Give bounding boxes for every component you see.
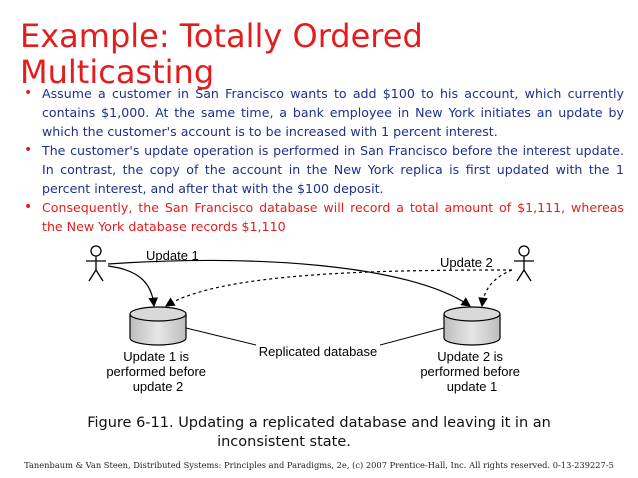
customer-figure-icon [86,245,106,282]
bullet-item: The customer's update operation is perfo… [22,141,624,198]
slide-title: Example: Totally Ordered Multicasting [20,17,423,91]
update2-label: Update 2 [440,255,493,270]
right-db-caption-line: Update 2 is [437,349,503,364]
right-database-icon [443,306,501,346]
left-db-caption-line: update 2 [133,379,184,394]
right-db-caption-line: update 1 [447,379,498,394]
update1-remote-arrow [107,259,471,307]
left-db-caption: Update 1 is performed before update 2 [106,349,209,394]
bullet-item: Assume a customer in San Francisco wants… [22,84,624,141]
replication-link [379,327,445,346]
left-db-caption-line: Update 1 is [123,349,189,364]
figure-caption-line1: Figure 6-11. Updating a replicated datab… [87,415,551,431]
figure-caption: Figure 6-11. Updating a replicated datab… [0,414,638,452]
slide-footer: Tanenbaum & Van Steen, Distributed Syste… [24,460,614,470]
update1-label: Update 1 [146,248,199,263]
update2-local-arrow [478,269,513,308]
update1-local-arrow [107,265,159,308]
bullet-list: Assume a customer in San Francisco wants… [22,84,624,236]
update2-remote-arrow [164,269,513,307]
replicated-database-label: Replicated database [259,344,378,359]
left-db-caption-line: performed before [106,364,206,379]
figure-caption-line2: inconsistent state. [217,434,351,450]
replicated-database-diagram: Update 1 Update 2 Replicated database Up… [86,245,534,394]
left-database-icon [129,306,187,346]
replication-link [185,327,257,346]
right-db-caption-line: performed before [420,364,520,379]
bank-employee-figure-icon [514,245,534,282]
right-db-caption: Update 2 is performed before update 1 [420,349,523,394]
bullet-item: Consequently, the San Francisco database… [22,198,624,236]
